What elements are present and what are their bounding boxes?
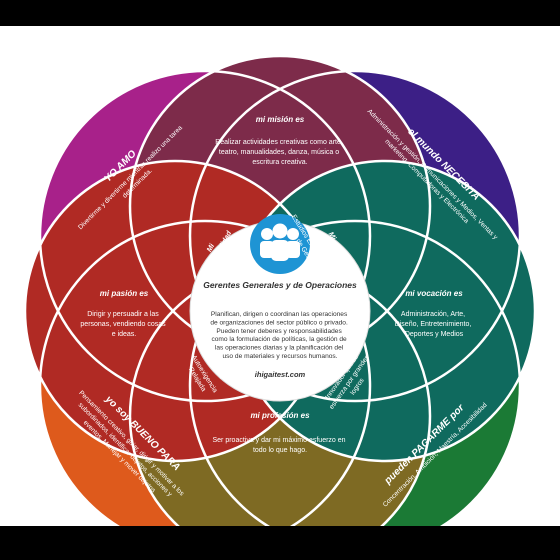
ikigai-venn-diagram: Gerentes Generales y de Operaciones Plan… — [23, 54, 537, 526]
mission-body: Realizar actividades creativas como arte… — [215, 139, 345, 166]
profession-title: mi profesión es — [250, 411, 310, 420]
vocation-body: Administración, Arte, Diseño, Entretenim… — [395, 311, 474, 338]
center-line: Pueden tener deberes y responsabilidades — [216, 328, 342, 335]
mission-title: mi misión es — [256, 115, 305, 124]
venn-diagram-stage: Gerentes Generales y de Operaciones Plan… — [0, 26, 560, 526]
people-icon — [250, 214, 310, 274]
center-line: uso de materiales y recursos humanos. — [222, 353, 337, 360]
center-line: Planifican, dirigen o coordinan las oper… — [211, 311, 348, 318]
center-line: de organizaciones del sector público o p… — [210, 319, 348, 326]
center-site: ihigaitest.com — [255, 370, 306, 379]
passion-title: mi pasión es — [100, 289, 149, 298]
passion-body: Dirigir y persuadir a las personas, vend… — [80, 311, 167, 338]
center-line: las operaciones diarias y la planificaci… — [215, 345, 344, 352]
profession-body: Ser proactiva y dar mi máximo esfuerzo e… — [212, 437, 347, 454]
vocation-title: mi vocación es — [405, 289, 463, 298]
center-line: como la formulación de políticas, la ges… — [211, 336, 347, 343]
center-description: Planifican, dirigen o coordinan las oper… — [210, 311, 349, 360]
center-title: Gerentes Generales y de Operaciones — [203, 280, 357, 290]
